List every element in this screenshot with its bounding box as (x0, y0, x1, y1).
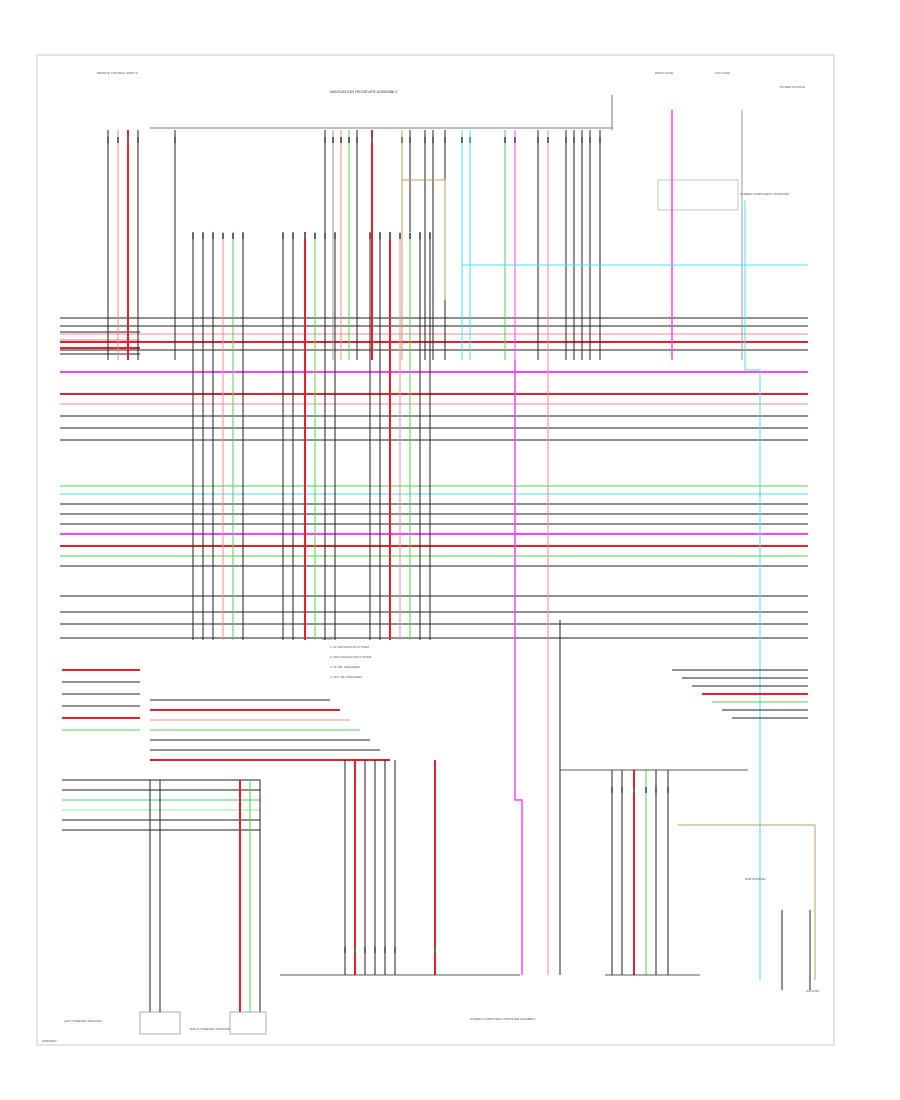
cluster-pin (389, 233, 391, 239)
cluster-pin (212, 233, 214, 239)
top-connector-pin (332, 137, 334, 143)
amp-connector-pin (384, 947, 386, 953)
legend-note-1: 1: W/ NAVIGATION SYSTEM (330, 645, 370, 649)
magenta-drop-wire (514, 360, 523, 975)
legend-note-4: 4: W/O JBL SPEAKERS (330, 675, 362, 679)
cluster-pin (222, 233, 224, 239)
left-tweeter-label: LEFT TWEETER SPEAKER (64, 1019, 103, 1023)
cluster-pin (314, 233, 316, 239)
footer-id: W0000000 (42, 1039, 57, 1043)
cluster-pin (324, 233, 326, 239)
top-connector-pin (340, 137, 342, 143)
top-connector-pin (356, 137, 358, 143)
diagram-border (36, 54, 835, 1046)
cluster-pin (419, 233, 421, 239)
top-connector-pin (444, 137, 446, 143)
cluster-pin (379, 233, 381, 239)
legend-note-2: 2: W/O NAVIGATION SYSTEM (330, 655, 372, 659)
top-connector-pin (107, 137, 109, 143)
amp-connector-pin (374, 947, 376, 953)
acc-fuse-label: ACC FUSE (715, 71, 730, 75)
right-tweeter-box (229, 1011, 267, 1035)
right-amp-pin (655, 787, 657, 793)
cluster-pin (369, 233, 371, 239)
top-connector-pin (581, 137, 583, 143)
cyan-signal-wire (744, 200, 761, 980)
amp-connector-pin (394, 947, 396, 953)
top-connector-pin (547, 137, 549, 143)
top-connector-pin (573, 137, 575, 143)
cluster-pin (192, 233, 194, 239)
legend-note-3: 3: W/ JBL SPEAKERS (330, 665, 360, 669)
cluster-pin (334, 233, 336, 239)
legend-title: NOTES (322, 637, 332, 641)
power-source-label: POWER SOURCE (780, 85, 805, 89)
top-connector-pin (137, 137, 139, 143)
fuse-block (657, 179, 739, 211)
bottom-center-label: STEREO COMPONENT AMPLIFIER ASSEMBLY (470, 1017, 536, 1021)
cluster-pin (232, 233, 234, 239)
top-connector-pin (409, 137, 411, 143)
cluster-pin (292, 233, 294, 239)
subwoofer-label: SUB WOOFER (745, 877, 766, 881)
top-center-label: NAVIGATION RECEIVER ASSEMBLY (330, 89, 398, 94)
top-connector-pin (127, 137, 129, 143)
fuse-block-label: STEREO COMPONENT AMPLIFIER (740, 192, 790, 196)
top-connector-pin (461, 137, 463, 143)
wire-layer (60, 110, 816, 1012)
right-tweeter-label: RIGHT TWEETER SPEAKER (190, 1027, 231, 1031)
top-connector-pin (324, 137, 326, 143)
radio-fuse-label: RADIO FUSE (655, 71, 673, 75)
right-amp-pin (645, 787, 647, 793)
right-amp-pin (633, 787, 635, 793)
amp-connector-pin (354, 947, 356, 953)
cluster-pin (282, 233, 284, 239)
top-connector-pin (432, 137, 434, 143)
top-connector-pin (371, 137, 373, 143)
left-tweeter-box (139, 1011, 181, 1035)
top-left-connector-label: REMOTE CONTROL SWITCH (97, 71, 138, 75)
tan-signal-wire (401, 130, 446, 300)
top-connector-pin (424, 137, 426, 143)
top-connector-pin (117, 137, 119, 143)
top-connector-pin (599, 137, 601, 143)
amp-connector-pin (344, 947, 346, 953)
cluster-pin (429, 233, 431, 239)
right-amp-pin (611, 787, 613, 793)
top-connector-pin (565, 137, 567, 143)
top-connector-pin (537, 137, 539, 143)
cluster-pin (399, 233, 401, 239)
top-connector-pin (174, 137, 176, 143)
cluster-pin (202, 233, 204, 239)
cluster-pin (242, 233, 244, 239)
top-connector-pin (514, 137, 516, 143)
cluster-pin (409, 233, 411, 239)
cluster-pin (304, 233, 306, 239)
top-connector-pin (589, 137, 591, 143)
right-amp-pin (621, 787, 623, 793)
top-connector-pin (348, 137, 350, 143)
subwoofer-feed-wire (678, 824, 816, 980)
top-connector-pin (504, 137, 506, 143)
right-amp-pin (667, 787, 669, 793)
amp-connector-pin (434, 947, 436, 953)
amp-connector-pin (364, 947, 366, 953)
ground-label: GROUND (806, 989, 820, 993)
